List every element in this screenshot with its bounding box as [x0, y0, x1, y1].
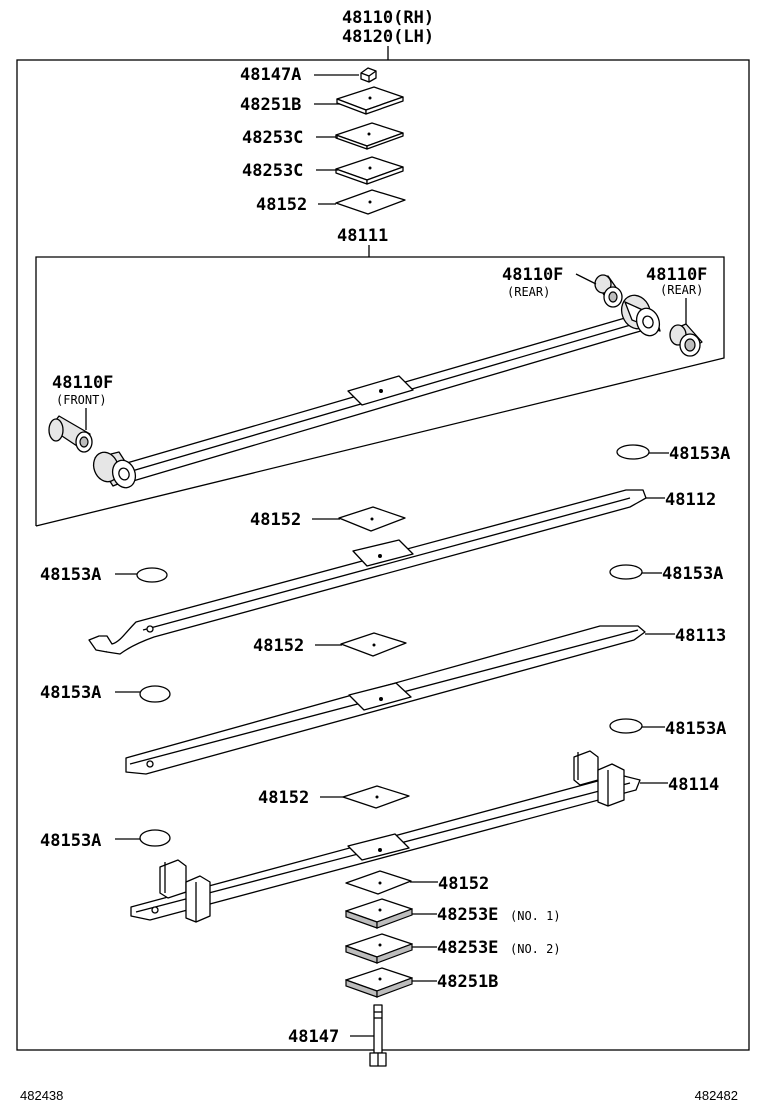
label-48110F-rear-1: 48110F: [502, 265, 563, 285]
label-48111: 48111: [337, 226, 388, 246]
label-48253E-2-sub: (NO. 2): [510, 942, 561, 956]
bushing-48110F-front[interactable]: [48, 415, 93, 453]
shim-48253C-1[interactable]: [335, 122, 404, 150]
label-48152-4: 48152: [258, 788, 309, 808]
label-48110F-rear-2: 48110F: [646, 265, 707, 285]
label-48153A-left-2: 48153A: [40, 683, 101, 703]
label-48152-5: 48152: [438, 874, 489, 894]
pad-48153A-right-2[interactable]: [609, 564, 643, 580]
label-48253E-2: 48253E: [437, 938, 498, 958]
leaf-48114[interactable]: [130, 750, 641, 923]
footer-left-code: 482438: [20, 1088, 63, 1103]
label-48253E-1: 48253E: [437, 905, 498, 925]
nut-48147A[interactable]: [360, 67, 377, 83]
pad-48152-top[interactable]: [335, 189, 406, 215]
assembly-48111-frame: [35, 256, 725, 527]
label-48147: 48147: [288, 1027, 339, 1047]
pad-48152-5[interactable]: [345, 870, 412, 895]
label-48253C-2: 48253C: [242, 161, 303, 181]
bushing-48110F-rear-1[interactable]: [594, 274, 623, 308]
footer-right-code: 482482: [695, 1088, 738, 1103]
label-48152-3: 48152: [253, 636, 304, 656]
label-48253C-1: 48253C: [242, 128, 303, 148]
shim-48253E-no1[interactable]: [345, 898, 413, 929]
label-48110F-rear-1-sub: (REAR): [507, 285, 550, 299]
label-48110F-front-sub: (FRONT): [56, 393, 107, 407]
label-48153A-right-1: 48153A: [669, 444, 730, 464]
label-48114: 48114: [668, 775, 719, 795]
label-48152-2: 48152: [250, 510, 301, 530]
label-48153A-left-3: 48153A: [40, 831, 101, 851]
shim-48253C-2[interactable]: [335, 156, 404, 185]
leaf-48113[interactable]: [125, 625, 646, 775]
plate-48251B-top[interactable]: [336, 86, 404, 115]
label-48152-top: 48152: [256, 195, 307, 215]
label-48110F-rear-2-sub: (REAR): [660, 283, 703, 297]
outer-frame: [16, 59, 750, 1051]
pad-48153A-right-3[interactable]: [609, 718, 643, 734]
bushing-48110F-rear-2[interactable]: [669, 323, 703, 357]
shim-48253E-no2[interactable]: [345, 933, 413, 964]
main-leaf-48111[interactable]: [90, 291, 664, 491]
pad-48153A-left-1[interactable]: [136, 567, 168, 583]
label-48153A-left-1: 48153A: [40, 565, 101, 585]
label-48251B-bottom: 48251B: [437, 972, 498, 992]
pad-48153A-left-3[interactable]: [139, 829, 171, 847]
bolt-48147[interactable]: [369, 1004, 387, 1067]
pad-48153A-right-1[interactable]: [616, 444, 650, 460]
header-part-lh: 48120(LH): [342, 27, 434, 47]
label-48110F-front: 48110F: [52, 373, 113, 393]
label-48153A-right-2: 48153A: [662, 564, 723, 584]
label-48251B-top: 48251B: [240, 95, 301, 115]
label-48112: 48112: [665, 490, 716, 510]
label-48253E-1-sub: (NO. 1): [510, 909, 561, 923]
pad-48153A-left-2[interactable]: [139, 685, 171, 703]
plate-48251B-bottom[interactable]: [345, 967, 413, 998]
header-part-rh: 48110(RH): [342, 8, 434, 28]
label-48113: 48113: [675, 626, 726, 646]
label-48147A: 48147A: [240, 65, 301, 85]
leaf-48112[interactable]: [88, 489, 647, 655]
label-48153A-right-3: 48153A: [665, 719, 726, 739]
